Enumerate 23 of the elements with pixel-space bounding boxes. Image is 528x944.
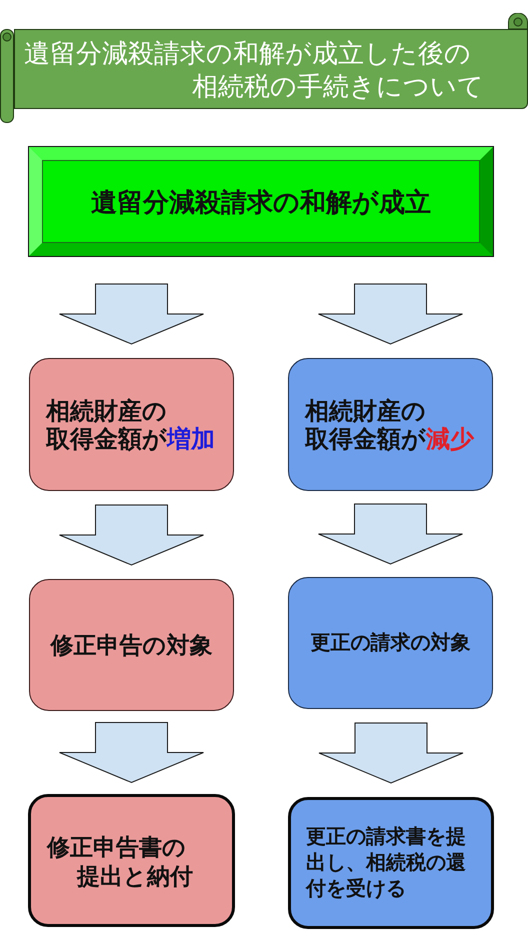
step-label: 相続財産の	[46, 398, 167, 426]
step-label: 更正の請求の対象	[310, 630, 470, 656]
rounded-box	[288, 797, 494, 929]
step-label: 取得金額が減少	[305, 426, 474, 454]
step-label: 取得金額が増加	[46, 426, 215, 454]
step-label: 更正の請求書を提出し、相続税の還付を受ける	[306, 825, 467, 902]
rounded-box	[288, 358, 493, 491]
step-label: 修正申告書の提出と納付	[47, 832, 193, 890]
block-arrow	[59, 284, 204, 345]
block-arrow	[59, 504, 204, 566]
rounded-box	[288, 577, 493, 709]
block-arrow	[318, 504, 463, 565]
block-arrow	[59, 722, 204, 784]
block-arrow	[318, 722, 464, 784]
bevel-box	[29, 147, 493, 256]
step-label: 相続財産の	[305, 398, 426, 426]
block-arrow	[318, 284, 463, 345]
rounded-box	[28, 794, 235, 927]
title: 遺留分減殺請求の和解が成立した後の相続税の手続きについて	[24, 38, 484, 103]
rounded-box	[29, 579, 234, 711]
step-label: 修正申告の対象	[50, 631, 212, 659]
rounded-box	[29, 358, 234, 491]
step-label: 遺留分減殺請求の和解が成立	[91, 186, 431, 218]
